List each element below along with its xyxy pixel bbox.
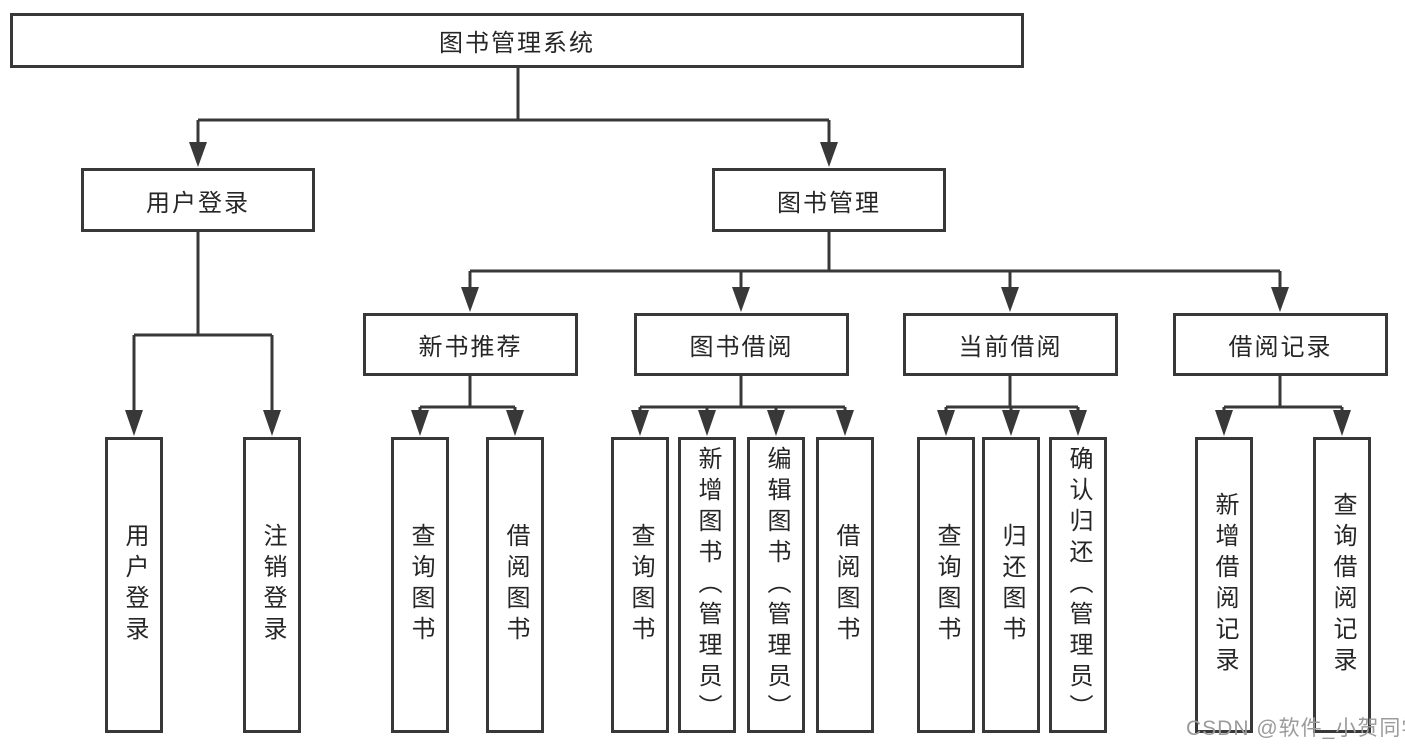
connector-new-book-split — [418, 376, 517, 410]
connector-paths — [132, 68, 1344, 411]
arrow-down-icon — [461, 287, 479, 312]
node-user-login: 用户登录 — [81, 168, 315, 232]
arrow-down-icon — [125, 410, 143, 436]
arrow-down-icon — [506, 410, 524, 436]
arrow-down-icon — [1271, 287, 1289, 312]
arrowheads — [125, 142, 1351, 436]
arrow-down-icon — [189, 142, 207, 167]
connector-root-split — [196, 68, 831, 144]
arrow-down-icon — [631, 410, 649, 436]
leaf-query-borrow-record: 查询借阅记录 — [1313, 437, 1371, 733]
leaf-add-books-admin: 新增图书（管理员） — [678, 437, 736, 733]
leaf-query-books-current: 查询图书 — [917, 437, 975, 733]
arrow-down-icon — [820, 142, 838, 167]
arrow-down-icon — [1069, 410, 1087, 436]
node-new-book-recommendation: 新书推荐 — [363, 313, 578, 376]
leaf-query-books-recommend: 查询图书 — [391, 437, 449, 733]
leaf-return-books: 归还图书 — [982, 437, 1040, 733]
node-current-borrowing: 当前借阅 — [903, 313, 1118, 376]
connector-borrow-records-split — [1222, 376, 1344, 410]
arrow-down-icon — [411, 410, 429, 436]
node-borrowing-records: 借阅记录 — [1173, 313, 1388, 376]
leaf-borrow-books: 借阅图书 — [816, 437, 874, 733]
leaf-borrow-books-recommend: 借阅图书 — [486, 437, 544, 733]
node-library-management-system: 图书管理系统 — [10, 13, 1024, 68]
connector-current-borrow-split — [944, 376, 1080, 410]
connector-user-login-split — [132, 232, 274, 411]
leaf-add-borrow-record: 新增借阅记录 — [1195, 437, 1253, 733]
arrow-down-icon — [1002, 410, 1020, 436]
arrow-down-icon — [1333, 410, 1351, 436]
connector-book-management-split — [468, 232, 1282, 288]
leaf-logout: 注销登录 — [243, 437, 301, 733]
connector-book-borrow-split — [638, 376, 847, 410]
node-book-management: 图书管理 — [712, 168, 946, 232]
arrow-down-icon — [767, 410, 785, 436]
arrow-down-icon — [698, 410, 716, 436]
arrow-down-icon — [836, 410, 854, 436]
csdn-watermark: CSDN @软件_小贺同学 — [1186, 717, 1405, 740]
arrow-down-icon — [937, 410, 955, 436]
arrow-down-icon — [732, 287, 750, 312]
arrow-down-icon — [263, 410, 281, 436]
leaf-query-books-borrow: 查询图书 — [611, 437, 669, 733]
arrow-down-icon — [1215, 410, 1233, 436]
leaf-confirm-return-admin: 确认归还（管理员） — [1049, 437, 1107, 733]
node-book-borrowing: 图书借阅 — [634, 313, 849, 376]
leaf-edit-books-admin: 编辑图书（管理员） — [747, 437, 805, 733]
leaf-user-login: 用户登录 — [105, 437, 163, 733]
arrow-down-icon — [1001, 287, 1019, 312]
